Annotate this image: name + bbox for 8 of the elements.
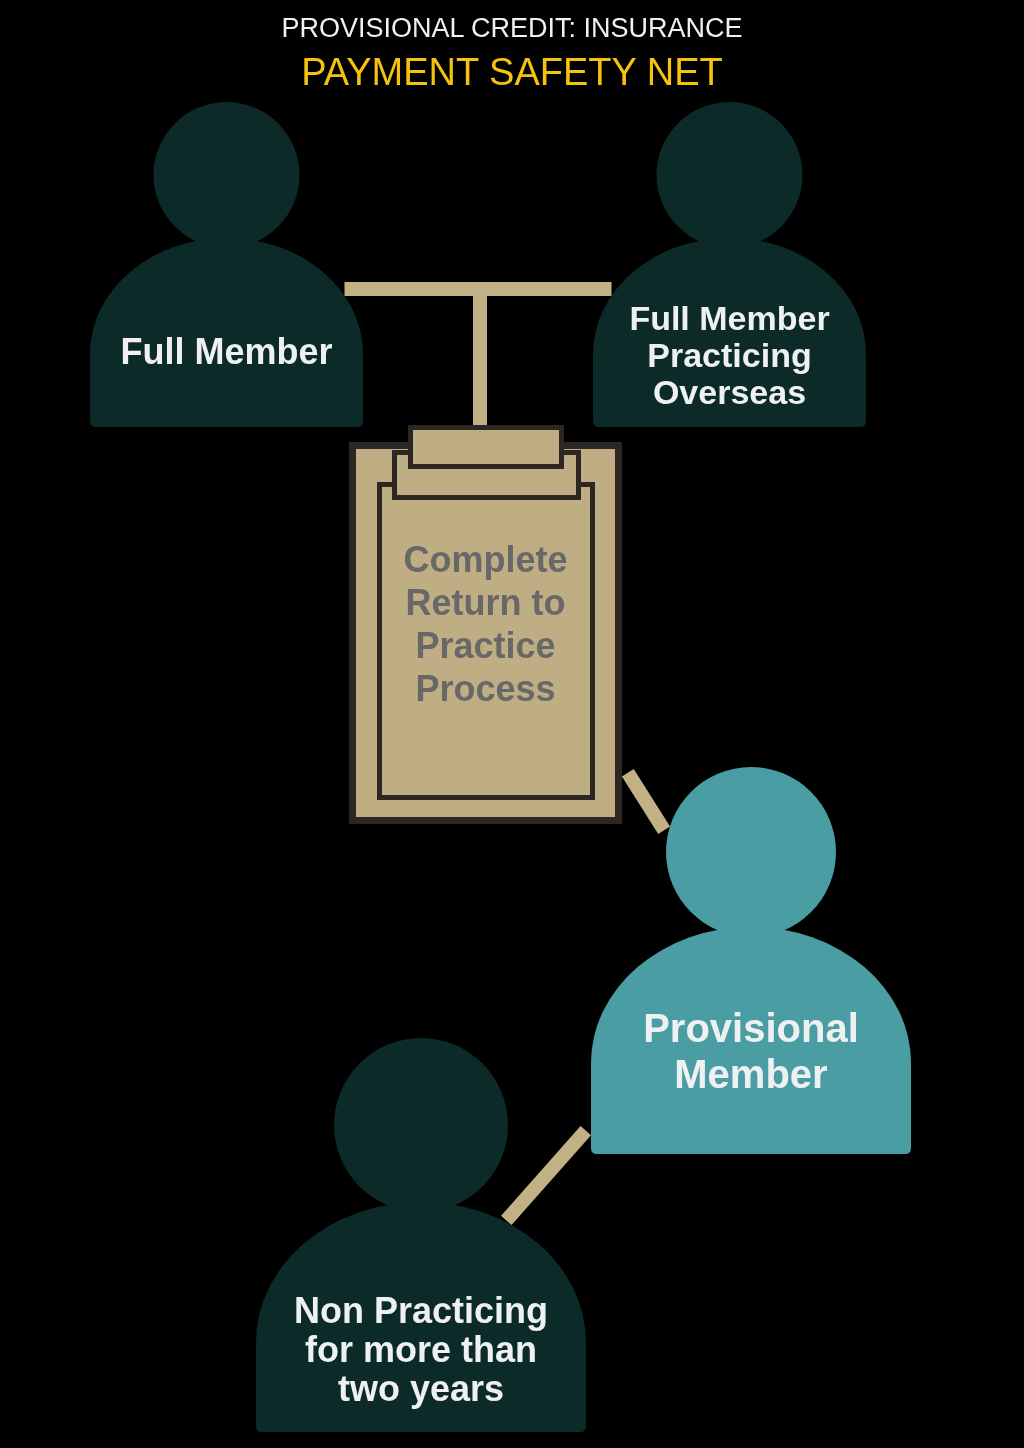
person-label: Non Practicing for more than two years [292,1290,549,1408]
person-label: Provisional Member [642,1005,860,1097]
connector-line [501,1125,592,1226]
clipboard-label: Complete Return to Practice Process [402,538,569,710]
person-label: Full Member Practicing Overseas [628,299,831,411]
person-label: Full Member [120,332,333,372]
connector-line [621,769,671,834]
title: PROVISIONAL CREDIT: INSURANCE PAYMENT SAFETY NET [280,12,744,94]
